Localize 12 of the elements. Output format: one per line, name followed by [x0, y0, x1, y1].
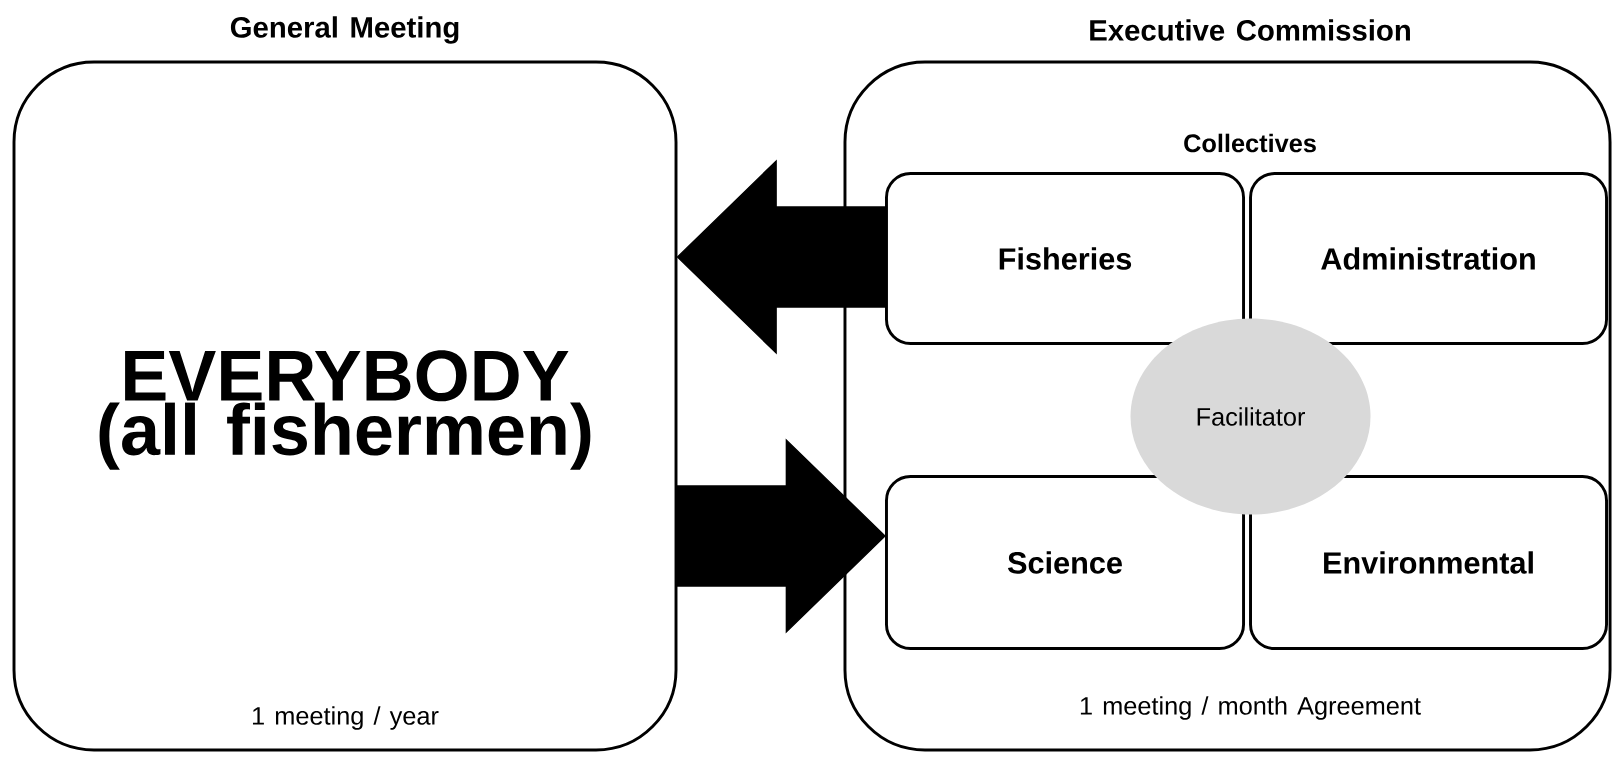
body-text: EVERYBODY (all fishermen): [99, 350, 591, 470]
block-arrow: [676, 438, 886, 634]
block-arrow: [676, 159, 886, 355]
heading: Executive Commission: [1090, 19, 1410, 41]
collective-box: Science: [885, 475, 1245, 650]
collective-box: Fisheries: [885, 172, 1245, 345]
note-text: 1 meeting / month Agreement: [1080, 696, 1421, 720]
collective-box: Environmental: [1249, 475, 1608, 650]
heading: General Meeting: [230, 16, 459, 44]
subheading: Collectives: [1184, 133, 1316, 153]
collective-box: Administration: [1249, 172, 1608, 345]
note-text: 1 meeting / year: [253, 706, 439, 730]
